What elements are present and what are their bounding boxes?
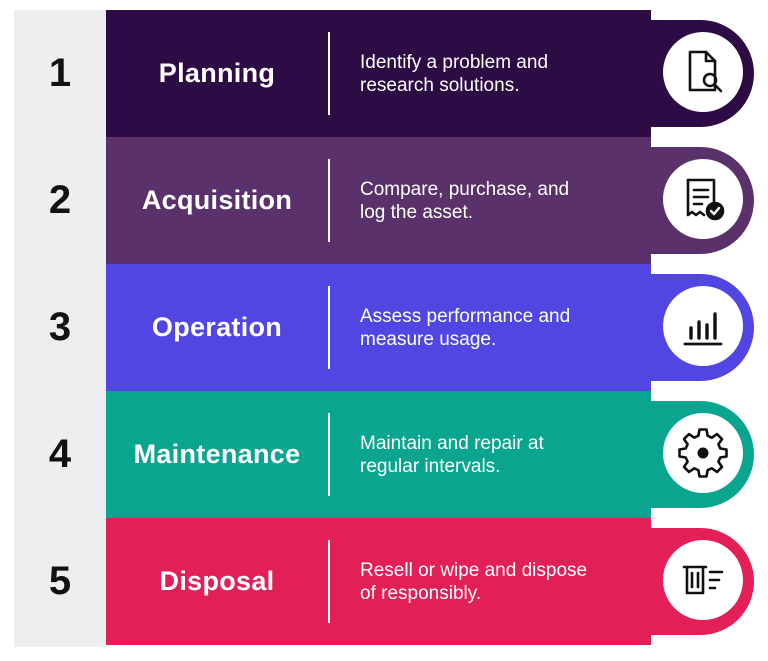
divider — [328, 413, 330, 496]
gear-icon — [663, 413, 743, 493]
stage-band — [106, 137, 651, 264]
description-line: Identify a problem and — [360, 51, 549, 73]
stage-operation: 3 Operation Assess performance and measu… — [0, 264, 768, 391]
stage-name: Operation — [151, 312, 283, 342]
description-line: log the asset. — [360, 201, 474, 223]
stage-number: 3 — [48, 305, 72, 349]
receipt-check-icon — [663, 159, 743, 239]
stage-description: Resell or wipe and dispose of responsibl… — [360, 518, 630, 645]
stage-band — [106, 264, 651, 391]
description-line: regular intervals. — [360, 455, 501, 477]
stage-number: 2 — [48, 178, 72, 222]
divider — [328, 159, 330, 242]
stage-number: 1 — [48, 51, 72, 95]
stage-number: 4 — [48, 432, 72, 476]
stage-description: Assess performance and measure usage. — [360, 264, 630, 391]
divider — [328, 286, 330, 369]
stage-disposal: 5 Disposal Resell or wipe and dispose of… — [0, 518, 768, 645]
stage-description: Maintain and repair at regular intervals… — [360, 391, 630, 518]
stage-band — [106, 391, 651, 518]
stage-band — [106, 10, 651, 137]
stage-description: Identify a problem and research solution… — [360, 10, 630, 137]
stage-acquisition: 2 Acquisition Compare, purchase, and log… — [0, 137, 768, 264]
description-line: research solutions. — [360, 74, 520, 96]
description-line: Resell or wipe and dispose — [360, 559, 588, 581]
stage-name: Acquisition — [141, 185, 293, 215]
divider — [328, 32, 330, 115]
trash-list-icon — [663, 540, 743, 620]
document-search-icon — [663, 32, 743, 112]
number-column — [14, 10, 106, 647]
description-line: Compare, purchase, and — [360, 178, 570, 200]
stage-maintenance: 4 Maintenance Maintain and repair at reg… — [0, 391, 768, 518]
description-line: of responsibly. — [360, 582, 482, 604]
divider — [328, 540, 330, 623]
stage-name: Maintenance — [133, 439, 301, 469]
description-line: Assess performance and — [360, 305, 571, 327]
stage-name: Planning — [158, 58, 276, 88]
stage-planning: 1 Planning Identify a problem and resear… — [0, 10, 768, 137]
stage-number: 5 — [48, 559, 72, 603]
description-line: Maintain and repair at — [360, 432, 544, 454]
stage-description: Compare, purchase, and log the asset. — [360, 137, 630, 264]
bar-chart-icon — [663, 286, 743, 366]
description-line: measure usage. — [360, 328, 497, 350]
stage-band — [106, 518, 651, 645]
stage-name: Disposal — [159, 566, 275, 596]
